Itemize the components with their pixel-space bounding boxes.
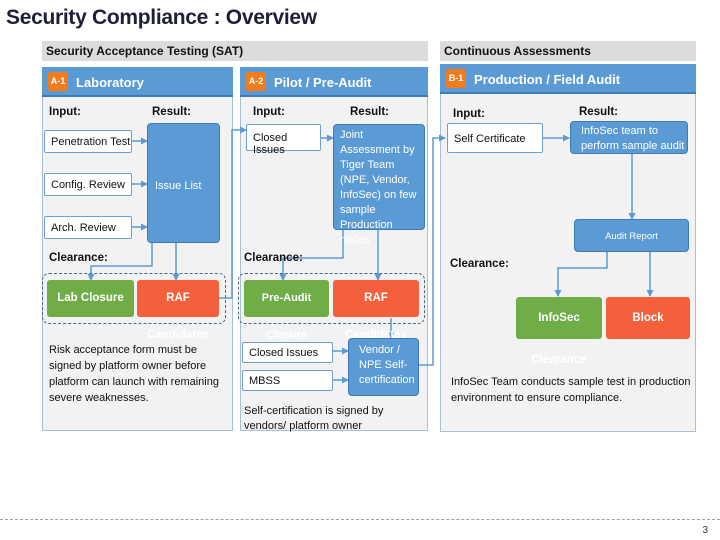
- a1-input-arch-review: Arch. Review: [44, 216, 132, 239]
- a1-clearance-raf-candidates: RAF Candidates: [137, 280, 219, 341]
- section-header-sat: Security Acceptance Testing (SAT): [42, 41, 428, 61]
- b1-clearance-block: Block: [606, 297, 690, 339]
- a2-clearance-raf-candidates: RAF Candidates: [333, 280, 419, 341]
- b1-result-sample-audit: InfoSec team to perform sample audit: [570, 121, 688, 154]
- panel-title-production: Production / Field Audit: [474, 72, 621, 87]
- b1-input-self-certificate: Self Certificate: [447, 123, 543, 153]
- a1-clearance-lab-closure: Lab Closure: [47, 280, 134, 317]
- panel-header-production: B-1 Production / Field Audit: [440, 64, 696, 94]
- a2-clearance-label: Clearance:: [244, 252, 303, 264]
- page-number: 3: [702, 525, 708, 536]
- a2-cert-input-mbss: MBSS: [242, 370, 333, 391]
- badge-a1: A-1: [48, 72, 68, 91]
- b1-clearance-label: Clearance:: [450, 258, 509, 270]
- b1-result-label: Result:: [579, 106, 618, 118]
- a1-input-label: Input:: [49, 106, 81, 118]
- a2-clearance-group: [238, 273, 425, 324]
- badge-a2: A-2: [246, 72, 266, 91]
- b1-note: InfoSec Team conducts sample test in pro…: [451, 376, 691, 404]
- a1-result-issue-list: Issue List: [147, 123, 220, 243]
- panel-title-pilot: Pilot / Pre-Audit: [274, 75, 372, 90]
- a1-note: Risk acceptance form must be signed by p…: [49, 344, 219, 404]
- b1-audit-report: Audit Report: [574, 219, 689, 252]
- a1-result-label: Result:: [152, 106, 191, 118]
- panel-header-laboratory: A-1 Laboratory: [42, 67, 233, 97]
- a2-cert-input-closed-issues: Closed Issues: [242, 342, 333, 363]
- b1-input-label: Input:: [453, 108, 485, 120]
- a2-result-joint-assessment: Joint Assessment by Tiger Team (NPE, Ven…: [333, 124, 425, 246]
- a1-input-penetration-test: Penetration Test: [44, 130, 132, 153]
- a1-input-config-review: Config. Review: [44, 173, 132, 196]
- a2-result-label: Result:: [350, 106, 389, 118]
- footer-divider: [0, 519, 720, 520]
- page-title: Security Compliance : Overview: [6, 6, 317, 29]
- a2-result-self-certification: Vendor / NPE Self-certification: [348, 338, 419, 396]
- a1-clearance-group: [42, 273, 226, 324]
- badge-b1: B-1: [446, 69, 466, 88]
- panel-header-pilot: A-2 Pilot / Pre-Audit: [240, 67, 428, 97]
- a2-input-closed-issues: Closed Issues: [246, 124, 321, 156]
- a2-clearance-pre-audit-closure: Pre-Audit Closure: [244, 280, 329, 341]
- section-header-continuous: Continuous Assessments: [440, 41, 696, 61]
- panel-laboratory: [42, 67, 233, 431]
- a1-clearance-label: Clearance:: [49, 252, 108, 264]
- b1-clearance-infosec: InfoSec Clearance: [516, 297, 602, 366]
- a2-note: Self-certification is signed by vendors/…: [244, 405, 384, 432]
- panel-title-laboratory: Laboratory: [76, 75, 144, 90]
- a2-input-label: Input:: [253, 106, 285, 118]
